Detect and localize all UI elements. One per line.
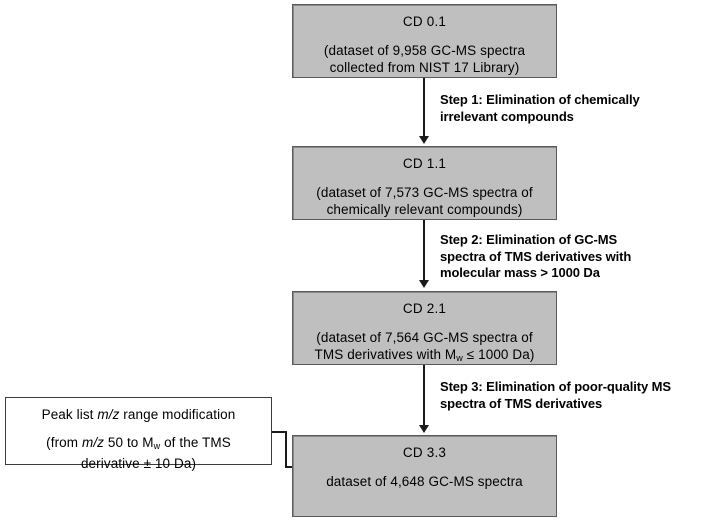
node-cd-2-1-body-line-2: TMS derivatives with Mw ≤ 1000 Da) <box>309 346 541 367</box>
node-cd-2-1-body-line-1: (dataset of 7,564 GC-MS spectra of <box>316 330 533 345</box>
step-2-label: Step 2: Elimination of GC-MS spectra of … <box>440 232 632 280</box>
node-cd-1-1: CD 1.1 (dataset of 7,573 GC-MS spectra o… <box>292 146 557 220</box>
node-cd-2-1-mw-subscript: w <box>456 353 463 363</box>
connector-peaklist-segment-h2 <box>285 466 294 468</box>
node-cd-2-1: CD 2.1 (dataset of 7,564 GC-MS spectra o… <box>292 291 557 365</box>
peak-list-mw-subscript: w <box>153 441 161 451</box>
connector-cd21-to-cd33-arrowhead <box>419 425 429 433</box>
connector-cd11-to-cd21-line <box>423 220 425 282</box>
peak-list-line-1-post: range modification <box>119 407 236 422</box>
node-peak-list-modification: Peak list m/z range modification (from m… <box>5 397 272 471</box>
peak-list-line-2-mz: m/z <box>81 435 105 450</box>
peak-list-line-1-pre: Peak list <box>41 407 98 422</box>
node-cd-0-1-title: CD 0.1 <box>402 14 447 29</box>
peak-list-line-2-post: of the TMS <box>160 435 231 450</box>
connector-cd11-to-cd21-arrowhead <box>419 280 429 288</box>
node-cd-3-3-title: CD 3.3 <box>402 445 447 460</box>
connector-peaklist-segment-h1 <box>272 431 287 433</box>
connector-cd01-to-cd11-arrowhead <box>419 136 429 144</box>
node-cd-1-1-title: CD 1.1 <box>402 156 447 171</box>
node-cd-3-3: CD 3.3 dataset of 4,648 GC-MS spectra <box>292 435 557 517</box>
connector-peaklist-segment-v <box>285 431 287 467</box>
node-cd-0-1-body-line-1: (dataset of 9,958 GC-MS spectra <box>323 43 526 58</box>
node-peak-list-line-1: Peak list m/z range modification <box>36 406 242 423</box>
node-cd-2-1-body-line-2-post: ≤ 1000 Da) <box>462 347 535 362</box>
peak-list-line-2-mid: 50 to M <box>104 435 154 450</box>
node-cd-2-1-title: CD 2.1 <box>402 301 447 316</box>
node-cd-2-1-body-line-2-pre: TMS derivatives with M <box>314 347 457 362</box>
node-cd-1-1-body-line-2: chemically relevant compounds) <box>326 202 523 217</box>
step-1-label: Step 1: Elimination of chemically irrele… <box>440 92 640 124</box>
peak-list-line-2-pre: (from <box>46 435 82 450</box>
peak-list-line-1-mz: m/z <box>97 407 120 422</box>
node-cd-0-1-body-line-2: collected from NIST 17 Library) <box>329 60 520 75</box>
node-peak-list-line-3: derivative ± 10 Da) <box>80 456 197 471</box>
step-3-label: Step 3: Elimination of poor-quality MS s… <box>440 379 671 411</box>
node-peak-list-line-2: (from m/z 50 to Mw of the TMS <box>40 434 237 455</box>
node-cd-3-3-body-line-1: dataset of 4,648 GC-MS spectra <box>326 474 523 489</box>
connector-cd01-to-cd11-line <box>423 78 425 138</box>
node-cd-0-1: CD 0.1 (dataset of 9,958 GC-MS spectra c… <box>292 4 557 78</box>
connector-cd21-to-cd33-line <box>423 365 425 427</box>
node-cd-1-1-body-line-1: (dataset of 7,573 GC-MS spectra of <box>316 185 533 200</box>
